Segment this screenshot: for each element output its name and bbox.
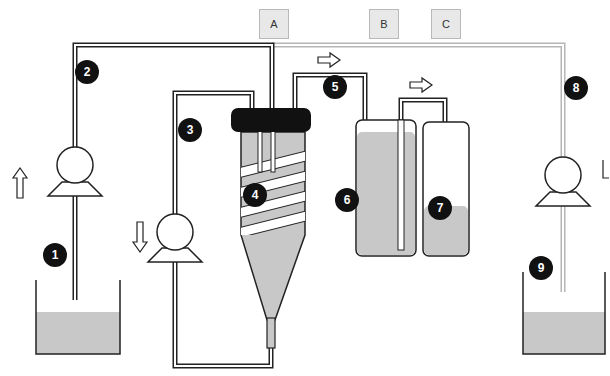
box-label: B: [380, 18, 387, 30]
callout-number: 7: [428, 196, 452, 220]
callout-number: 3: [178, 118, 202, 142]
box-label: C: [442, 18, 450, 30]
letter-box: C: [431, 9, 461, 39]
callout-number: 8: [564, 76, 588, 100]
callout-number: 5: [323, 75, 347, 99]
callout-number: 6: [335, 188, 359, 212]
callout-number: 4: [243, 183, 267, 207]
callout-number: 9: [529, 256, 553, 280]
callout-number: 2: [75, 60, 99, 84]
box-label: A: [270, 18, 277, 30]
letter-box: A: [259, 9, 289, 39]
callout-number: 1: [43, 243, 67, 267]
letter-box: B: [369, 9, 399, 39]
